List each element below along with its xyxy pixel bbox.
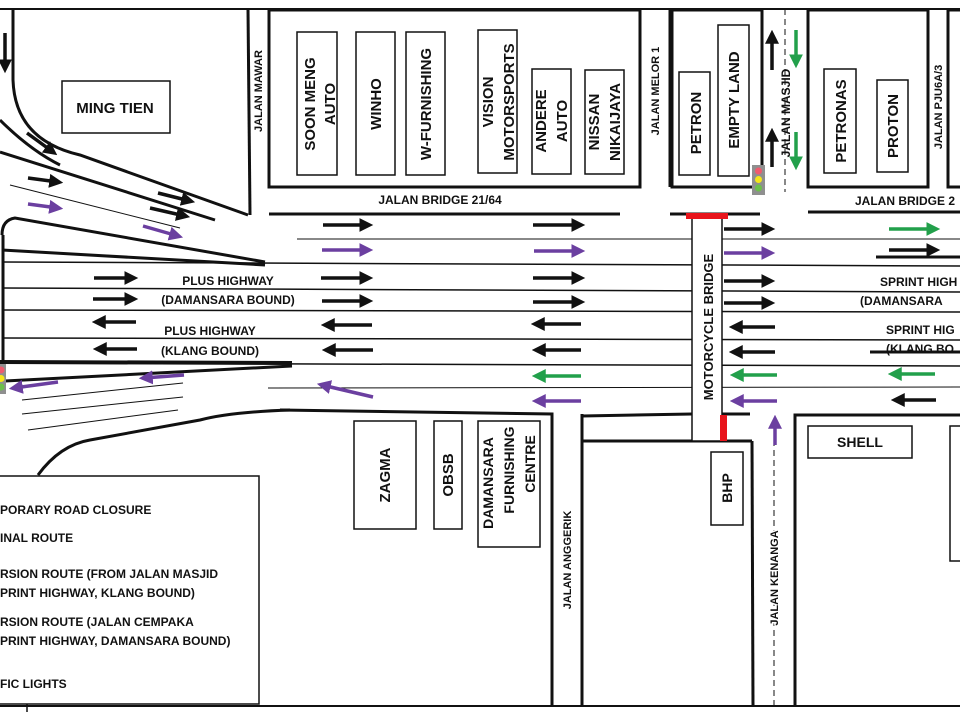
empty-land-box [717,24,750,177]
jalan-pju6a-label: JALAN PJU6A/3 [933,65,945,149]
closure-south[interactable] [720,415,727,441]
arrow-black [27,173,64,188]
ming-tien-box [61,80,171,134]
w-furnishing-box [405,31,446,176]
arrow-black [157,191,196,206]
legend-masjid-2: PRINT HIGHWAY, KLANG BOUND) [0,586,195,600]
motorcycle-bridge-label: MOTORCYCLE BRIDGE [701,253,716,400]
legend-cempaka-2: PRINT HIGHWAY, DAMANSARA BOUND) [0,634,230,648]
legend-cempaka-1: RSION ROUTE (JALAN CEMPAKA [0,615,194,629]
empty-land-label: EMPTY LAND [726,51,743,148]
soon-meng-box [296,31,338,176]
plus-klang-label-2: (KLANG BOUND) [161,344,259,358]
obsb-box [433,420,463,530]
arrow-purple [8,379,59,394]
arrow-black [149,206,191,221]
arrow-purple [142,224,184,241]
soon-meng-label-2: AUTO [322,83,339,126]
proton-label: PROTON [885,94,902,158]
bhp-box [710,451,744,526]
closure-north[interactable] [686,213,728,219]
block-petron [670,8,764,189]
obsb-label: OBSB [440,453,457,497]
south-block-edges [279,408,960,707]
sprint-damansara-label: SPRINT HIGH [880,275,957,289]
petronas-box [823,68,857,174]
shell-label: SHELL [837,434,883,450]
legend-closure: PORARY ROAD CLOSURE [0,503,151,517]
nissan-label: NISSAN [586,94,603,151]
soon-meng-label: SOON MENG [302,57,319,150]
damansara-box [477,420,541,548]
arrows-original-route [0,29,941,407]
arrows-diversion-cempaka [8,199,782,445]
vision-box [477,29,518,174]
motorcycle-bridge[interactable] [691,215,723,442]
plus-damansara-label-2: (DAMANSARA BOUND) [161,293,295,307]
zagma-box [353,420,417,530]
block-far-right [946,8,960,189]
nw-road-edges [0,8,266,365]
arrow-purple [138,370,185,385]
sprint-damansara-label-2: (DAMANSARA [860,294,943,308]
andere-label: ANDERE [533,89,550,152]
vision-label-2: MOTORSPORTS [501,43,518,160]
block-petronas [806,8,930,189]
far-right-box [949,425,960,562]
ming-tien-label: MING TIEN [76,100,154,117]
block-north-shops [267,8,642,189]
legend: PORARY ROAD CLOSURE INAL ROUTE RSION ROU… [0,475,260,712]
petron-box [678,71,711,176]
bhp-label: BHP [719,473,735,503]
arrow-purple [27,199,64,214]
w-furnishing-label: W-FURNISHING [418,48,435,160]
legend-box [0,475,260,705]
winho-box [355,31,396,176]
winho-label: WINHO [368,78,385,130]
damansara-label-3: CENTRE [522,435,538,493]
plus-damansara-label: PLUS HIGHWAY [182,274,274,288]
traffic-light-masjid [752,165,765,195]
jalan-melor-label: JALAN MELOR 1 [650,47,662,136]
arrows-diversion-masjid [531,30,941,383]
arrow-purple [316,380,374,399]
highway-edges [0,210,960,389]
nissan-label-2: NIKAIJAYA [607,83,624,161]
sprint-klang-label-2: (KLANG BO [886,342,954,356]
arrow-black [25,131,58,156]
damansara-label-2: FURNISHING [501,426,517,513]
proton-box [876,79,909,173]
nissan-box [584,69,625,175]
shell-box [807,425,913,459]
jalan-bridge-left-label: JALAN BRIDGE 21/64 [378,193,502,207]
andere-label-2: AUTO [554,100,571,143]
building-boxes [61,24,960,562]
jalan-mawar-label: JALAN MAWAR [253,50,265,132]
legend-masjid-1: RSION ROUTE (FROM JALAN MASJID [0,567,218,581]
petron-label: PETRON [688,92,705,155]
nw-lane-divider [9,184,181,229]
jalan-masjid-label: JALAN MASJID [779,68,793,157]
jalan-bridge-right-label: JALAN BRIDGE 2 [855,194,955,208]
legend-original: INAL ROUTE [0,531,73,545]
andere-box [531,68,572,175]
damansara-label: DAMANSARA [480,437,496,529]
zagma-label: ZAGMA [377,447,394,502]
jalan-anggerik-label: JALAN ANGGERIK [562,511,574,610]
sprint-klang-label: SPRINT HIG [886,323,955,337]
vision-label: VISION [480,77,497,128]
petronas-label: PETRONAS [833,79,850,162]
traffic-light-west [0,364,6,394]
jalan-kenanga-label: JALAN KENANGA [769,530,781,625]
legend-lights: FIC LIGHTS [0,677,67,691]
plus-klang-label: PLUS HIGHWAY [164,324,256,338]
